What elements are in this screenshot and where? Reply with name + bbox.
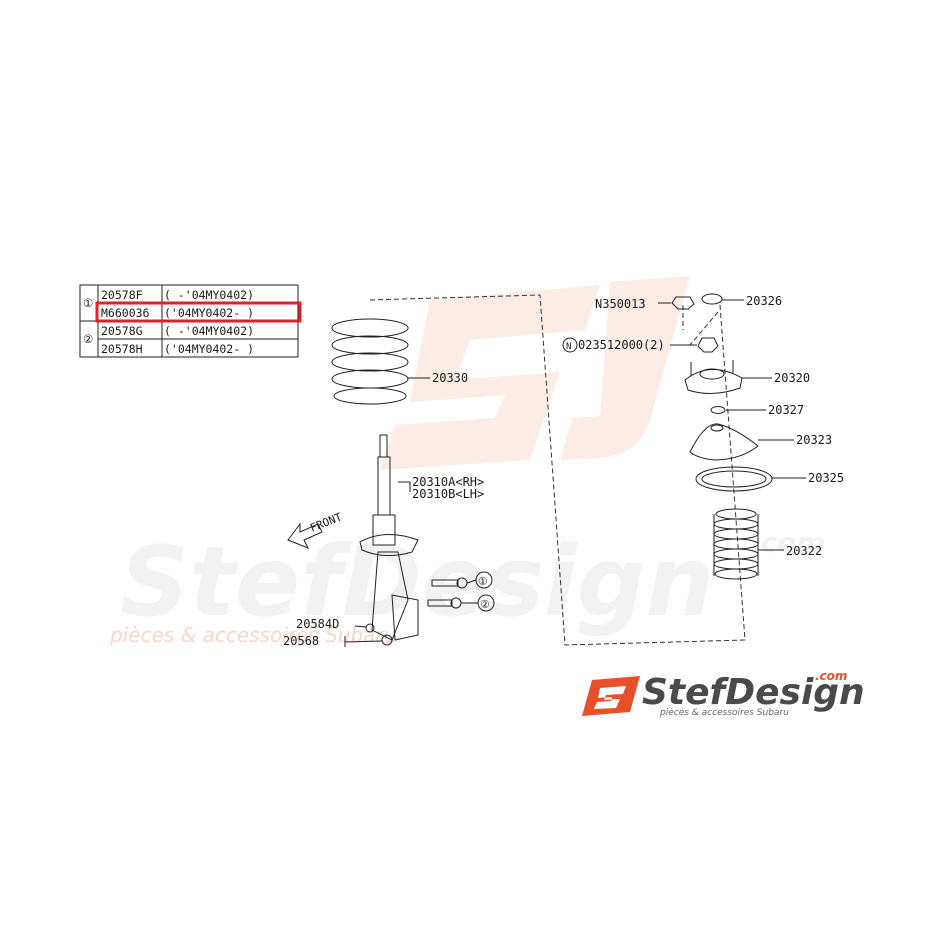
label-mount: 20320 (774, 371, 810, 385)
lower-nuts: 20584D 20568 (283, 617, 393, 648)
highlight-box (95, 301, 302, 323)
strut-assembly: 20310A<RH> 20310B<LH> (359, 434, 484, 641)
label-nut-20568: 20568 (283, 634, 319, 648)
label-strut-rh: 20310A<RH> (412, 475, 484, 489)
label-spring: 20330 (432, 371, 468, 385)
table-range: ( -'04MY0402) (164, 324, 254, 338)
label-n-circle: N (566, 342, 571, 352)
logo-tagline: pièces & accessoires Subaru (659, 707, 789, 718)
bolts: ① ② (427, 571, 495, 612)
table-part: 20578G (101, 324, 143, 338)
table-part: 20578F (101, 288, 143, 302)
coil-spring: 20330 (331, 318, 468, 405)
brand-logo: StefDesign .com pièces & accessoires Sub… (582, 669, 865, 718)
logo-domain: .com (815, 669, 847, 683)
watermark-emblem (380, 285, 600, 470)
label-seat: 20323 (796, 433, 832, 447)
table-ref-1: ① (83, 296, 93, 310)
callout-1: ① (478, 575, 488, 588)
label-n350013: N350013 (595, 297, 646, 311)
logo-emblem (582, 676, 640, 716)
label-strut-lh: 20310B<LH> (412, 487, 484, 501)
assembly-outline (369, 294, 746, 646)
callout-2: ② (480, 598, 490, 611)
table-range: ('04MY0402- ) (164, 342, 254, 356)
label-nut-20584d: 20584D (296, 617, 339, 631)
label-cap: 20326 (746, 294, 782, 308)
table-range: ( -'04MY0402) (164, 288, 254, 302)
watermark-emblem-j (560, 276, 690, 460)
label-washer: 20327 (768, 403, 804, 417)
label-n023512000: 023512000(2) (578, 338, 665, 352)
label-boot: 20322 (786, 544, 822, 558)
table-part: 20578H (101, 342, 143, 356)
watermark-tagline: pièces & accessoires Subaru (109, 623, 396, 647)
watermark-domain: .com (750, 526, 826, 559)
watermark-brand: StefDesign (120, 526, 714, 638)
watermark: StefDesign .com pièces & accessoires Sub… (109, 276, 826, 647)
bump-boot (713, 508, 759, 580)
logo-brand: StefDesign (642, 672, 865, 713)
table-ref-2: ② (83, 332, 93, 346)
upper-mount-stack: N350013 20326 N 023512000(2) 20320 20327… (562, 293, 844, 580)
label-pad: 20325 (808, 471, 844, 485)
table-range: ('04MY0402- ) (164, 306, 254, 320)
parts-table: ① ② 20578F ( -'04MY0402) M660036 ('04MY0… (79, 284, 302, 358)
table-part: M660036 (101, 306, 150, 320)
